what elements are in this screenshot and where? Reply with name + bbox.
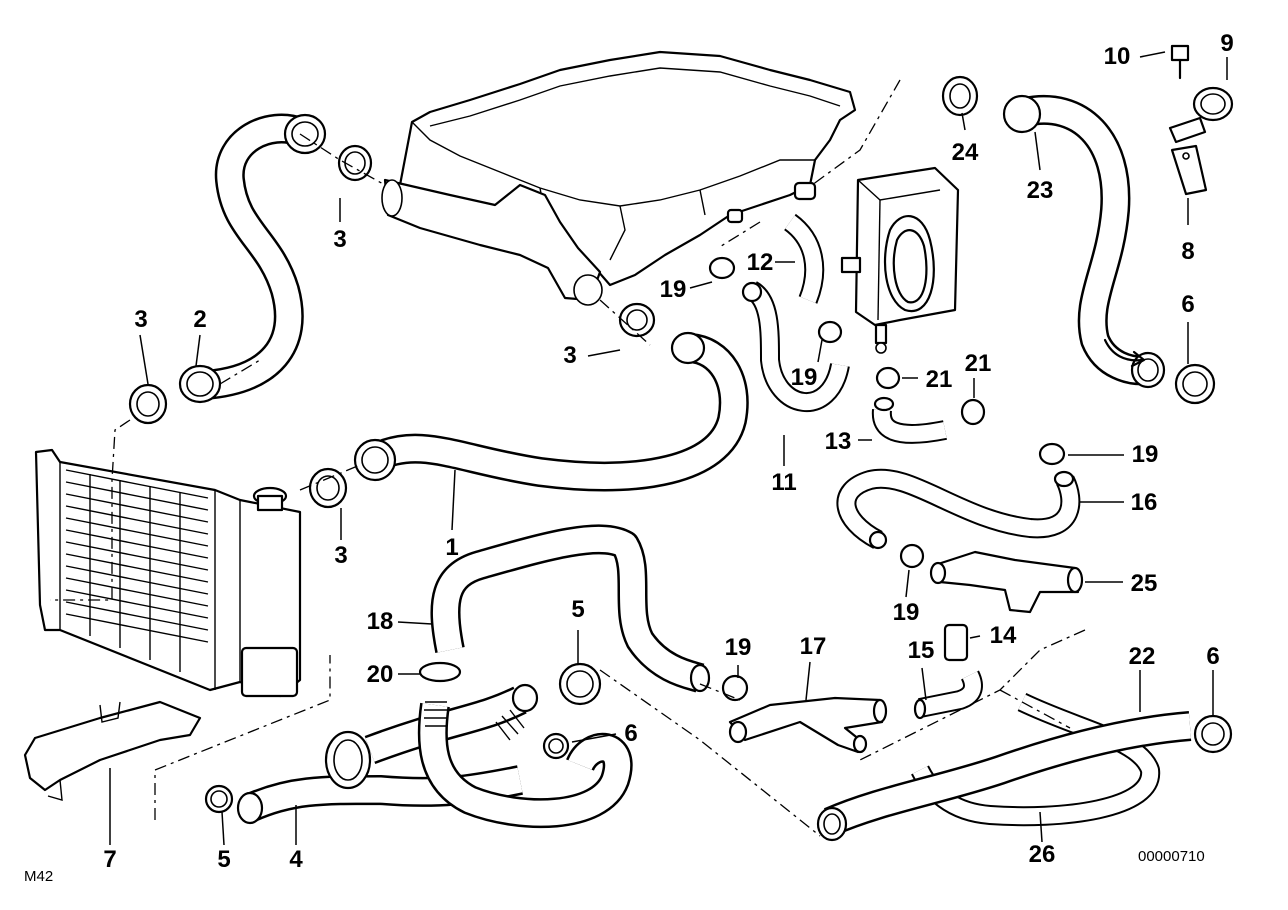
callout-leaders bbox=[109, 51, 1228, 846]
hose-1 bbox=[353, 331, 749, 492]
callout-24: 24 bbox=[951, 139, 979, 166]
pipe-17 bbox=[728, 696, 888, 754]
hose-12 bbox=[783, 213, 825, 304]
callout-8: 8 bbox=[1181, 238, 1195, 265]
engine-block bbox=[381, 50, 857, 306]
callout-19: 19 bbox=[892, 599, 920, 626]
callout-3: 3 bbox=[334, 542, 348, 569]
engine-code-label: M42 bbox=[24, 868, 54, 885]
fitting-25 bbox=[929, 550, 1084, 614]
callout-3: 3 bbox=[134, 306, 148, 333]
callout-4: 4 bbox=[289, 846, 303, 873]
callout-13: 13 bbox=[824, 428, 852, 455]
callout-1: 1 bbox=[445, 534, 459, 561]
hose-23 bbox=[1002, 94, 1166, 389]
callout-10: 10 bbox=[1103, 43, 1131, 70]
callout-23: 23 bbox=[1026, 177, 1054, 204]
callout-19: 19 bbox=[724, 634, 752, 661]
hose-2 bbox=[178, 113, 327, 404]
callout-12: 12 bbox=[746, 249, 774, 276]
callout-18: 18 bbox=[366, 608, 394, 635]
callout-5: 5 bbox=[217, 846, 231, 873]
hose-lower-right bbox=[816, 711, 1192, 842]
callout-21: 21 bbox=[925, 366, 953, 393]
callout-9: 9 bbox=[1220, 30, 1234, 57]
assembly-lines bbox=[50, 79, 1086, 837]
radiator-fins bbox=[65, 469, 209, 672]
callout-14: 14 bbox=[989, 622, 1017, 649]
callout-6: 6 bbox=[624, 720, 638, 747]
callout-15: 15 bbox=[907, 637, 935, 664]
hose-13 bbox=[871, 396, 947, 444]
callout-19: 19 bbox=[1131, 441, 1159, 468]
hose-11 bbox=[741, 281, 850, 413]
callout-22: 22 bbox=[1128, 643, 1156, 670]
callout-16: 16 bbox=[1130, 489, 1158, 516]
bracket-8-9-10 bbox=[1168, 44, 1234, 196]
elbow-15 bbox=[913, 670, 983, 720]
callout-5: 5 bbox=[571, 596, 585, 623]
hose-18 bbox=[430, 524, 711, 693]
callout-3: 3 bbox=[333, 226, 347, 253]
bellows-hose bbox=[417, 701, 633, 829]
bracket-7 bbox=[23, 700, 202, 801]
callout-21: 21 bbox=[964, 350, 992, 377]
callout-25: 25 bbox=[1130, 570, 1158, 597]
nipple-14 bbox=[943, 623, 969, 662]
callout-26: 26 bbox=[1028, 841, 1056, 868]
hose-16 bbox=[836, 468, 1081, 550]
drawing-number-label: 00000710 bbox=[1138, 848, 1205, 865]
thermostat-plate bbox=[840, 166, 960, 354]
callout-7: 7 bbox=[103, 846, 117, 873]
hose-clamps bbox=[128, 75, 1233, 814]
callout-19: 19 bbox=[790, 364, 818, 391]
callout-6: 6 bbox=[1181, 291, 1195, 318]
callout-11: 11 bbox=[771, 469, 797, 496]
radiator bbox=[34, 448, 302, 698]
callout-6: 6 bbox=[1206, 643, 1220, 670]
callout-2: 2 bbox=[193, 306, 207, 333]
callout-3: 3 bbox=[563, 342, 577, 369]
callout-20: 20 bbox=[366, 661, 394, 688]
callout-19: 19 bbox=[659, 276, 687, 303]
callout-17: 17 bbox=[799, 633, 827, 660]
